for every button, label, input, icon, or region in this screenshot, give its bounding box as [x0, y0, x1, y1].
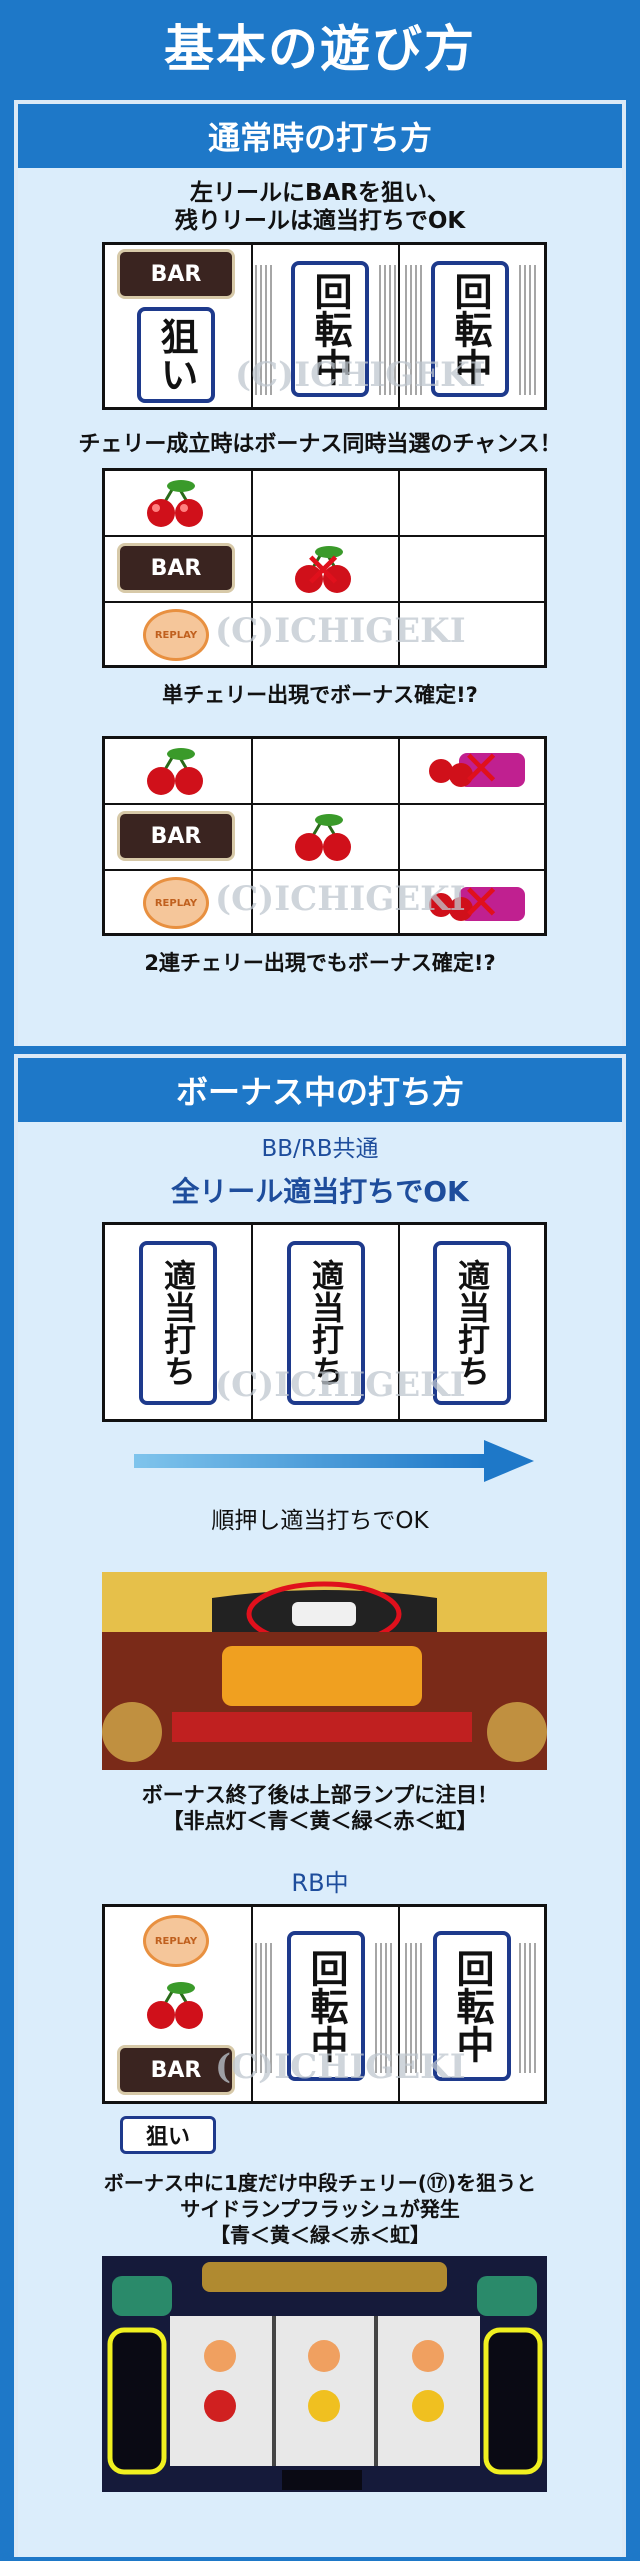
x-mark-icon: ✕ — [461, 875, 502, 931]
bonus-play-panel: ボーナス中の打ち方 BB/RB共通 全リール適当打ちでOK 適当打ち 適当打ち … — [14, 1054, 626, 2557]
arrow-right-icon — [134, 1440, 534, 1482]
bonus-play-body: BB/RB共通 全リール適当打ちでOK 適当打ち 適当打ち 適当打ち (C)IC… — [18, 1122, 622, 2557]
spinning-box: 回転中 — [291, 261, 369, 397]
spin-motion-lines — [519, 1943, 537, 2073]
cherry-icon — [147, 480, 203, 527]
replay-symbol: REPLAY — [143, 1915, 209, 1967]
cherry-icon — [147, 748, 203, 795]
watermark: (C)ICHIGEKI — [215, 1365, 466, 1405]
spin-motion-lines — [519, 265, 537, 395]
reel-diagram-double-cherry: BAR REPLAY ✕ ✕ (C)ICHIGEKI — [102, 736, 547, 936]
cherry-icon — [295, 546, 351, 593]
row-divider — [105, 803, 544, 805]
reel-divider — [398, 1225, 400, 1419]
bb-rb-label: BB/RB共通 — [261, 1136, 379, 1162]
machine-side-lamp-image — [102, 2256, 547, 2492]
aim-tag: 狙い — [120, 2116, 216, 2154]
side-text-line3: 【青＜黄＜緑＜赤＜虹】 — [210, 2223, 430, 2247]
bonus-play-header: ボーナス中の打ち方 — [175, 1073, 464, 1111]
cherry-icon — [429, 753, 525, 787]
side-text-line2: サイドランプフラッシュが発生 — [180, 2197, 460, 2221]
reel-divider — [251, 1907, 253, 2101]
spin-motion-lines — [379, 265, 397, 395]
cherry-icon — [147, 1982, 203, 2029]
reel-divider — [251, 739, 253, 933]
random-stop-box: 適当打ち — [139, 1241, 217, 1405]
spinning-box: 回転中 — [431, 261, 509, 397]
spin-motion-lines — [255, 1943, 273, 2073]
bonus-play-header-bar: ボーナス中の打ち方 — [18, 1058, 622, 1122]
watermark: (C)ICHIGEKI — [215, 2047, 466, 2087]
spin-motion-lines — [255, 265, 273, 395]
reel-diagram-normal: BAR 狙い 回転中 回転中 (C)ICHIGEKI — [102, 242, 547, 410]
reel-divider — [251, 1225, 253, 1419]
spin-motion-lines — [375, 1943, 393, 2073]
all-reels-text: 全リール適当打ちでOK — [171, 1175, 469, 1208]
watermark: (C)ICHIGEKI — [235, 355, 486, 395]
page-header: 基本の遊び方 — [0, 0, 640, 90]
reel-divider — [251, 245, 253, 407]
replay-symbol: REPLAY — [143, 609, 209, 661]
page-title: 基本の遊び方 — [164, 20, 476, 78]
replay-symbol: REPLAY — [143, 877, 209, 929]
random-stop-box: 適当打ち — [287, 1241, 365, 1405]
reel-divider — [398, 1907, 400, 2101]
single-cherry-caption: 単チェリー出現でボーナス確定!? — [162, 683, 478, 707]
reel-diagram-bonus: 適当打ち 適当打ち 適当打ち (C)ICHIGEKI — [102, 1222, 547, 1422]
row-divider — [105, 601, 544, 603]
spinning-box: 回転中 — [287, 1931, 365, 2081]
bar-symbol: BAR — [117, 249, 235, 299]
normal-play-header-bar: 通常時の打ち方 — [18, 104, 622, 168]
reel-divider — [398, 245, 400, 407]
bar-symbol: BAR — [117, 2045, 235, 2095]
spin-motion-lines — [405, 265, 423, 395]
row-divider — [105, 535, 544, 537]
random-stop-box: 適当打ち — [433, 1241, 511, 1405]
aim-text-line1: 左リールにBARを狙い、 — [189, 180, 451, 206]
bar-symbol: BAR — [117, 543, 235, 593]
aim-box: 狙い — [137, 307, 215, 403]
watermark: (C)ICHIGEKI — [215, 611, 466, 651]
order-text: 順押し適当打ちでOK — [211, 1508, 429, 1534]
double-cherry-caption: 2連チェリー出現でもボーナス確定!? — [144, 951, 496, 975]
side-text-line1: ボーナス中に1度だけ中段チェリー(⑰)を狙うと — [103, 2171, 537, 2195]
rb-label: RB中 — [291, 1869, 349, 1897]
cherry-icon — [295, 814, 351, 861]
x-mark-icon: ✕ — [303, 543, 344, 599]
normal-play-header: 通常時の打ち方 — [207, 119, 432, 157]
cherry-icon — [429, 887, 525, 921]
reel-diagram-single-cherry: BAR REPLAY ✕ (C)ICHIGEKI — [102, 468, 547, 668]
reel-diagram-rb: REPLAY BAR 回転中 回転中 (C)ICHIGEKI — [102, 1904, 547, 2104]
bar-symbol: BAR — [117, 811, 235, 861]
lamp-text-line2: 【非点灯＜青＜黄＜緑＜赤＜虹】 — [162, 1809, 478, 1833]
spin-motion-lines — [405, 1943, 423, 2073]
reel-divider — [398, 471, 400, 665]
x-mark-icon: ✕ — [461, 741, 502, 797]
machine-top-lamp-image — [102, 1572, 547, 1770]
cherry-notice: チェリー成立時はボーナス同時当選のチャンス！ — [78, 432, 562, 457]
reel-divider — [251, 471, 253, 665]
lamp-text-line1: ボーナス終了後は上部ランプに注目！ — [141, 1783, 499, 1807]
normal-play-panel: 通常時の打ち方 左リールにBARを狙い、 残りリールは適当打ちでOK BAR 狙… — [14, 100, 626, 1046]
spinning-box: 回転中 — [433, 1931, 511, 2081]
normal-play-body: 左リールにBARを狙い、 残りリールは適当打ちでOK BAR 狙い 回転中 回転… — [18, 168, 622, 1046]
aim-text-line2: 残りリールは適当打ちでOK — [174, 208, 466, 234]
reel-divider — [398, 739, 400, 933]
watermark: (C)ICHIGEKI — [215, 879, 466, 919]
row-divider — [105, 869, 544, 871]
